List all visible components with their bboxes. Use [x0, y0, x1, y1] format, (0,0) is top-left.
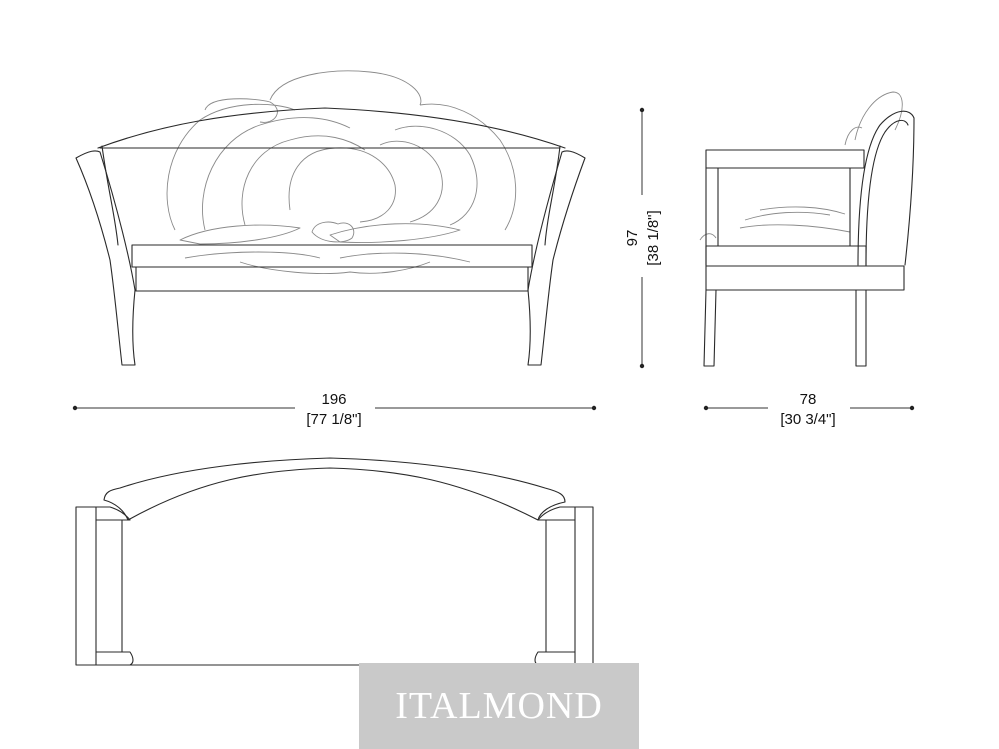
height-inch-label: [38 1/8"]: [645, 210, 662, 265]
brand-watermark: ITALMOND: [359, 663, 639, 749]
plan-view: [75, 457, 594, 666]
front-elevation: [75, 70, 586, 366]
width-dimension: 196 [77 1/8"]: [72, 390, 597, 430]
depth-dimension: 78 [30 3/4"]: [703, 390, 915, 430]
side-elevation: [699, 91, 915, 367]
height-dimension: 97 [38 1/8"]: [622, 107, 664, 369]
front-floral-decoration: [166, 70, 517, 274]
width-cm-label: 196: [321, 391, 346, 408]
height-cm-label: 97: [624, 230, 641, 247]
brand-watermark-text: ITALMOND: [395, 685, 603, 727]
depth-inch-label: [30 3/4"]: [780, 411, 835, 428]
width-inch-label: [77 1/8"]: [306, 411, 361, 428]
side-floral-decoration: [699, 91, 903, 241]
depth-cm-label: 78: [800, 391, 817, 408]
